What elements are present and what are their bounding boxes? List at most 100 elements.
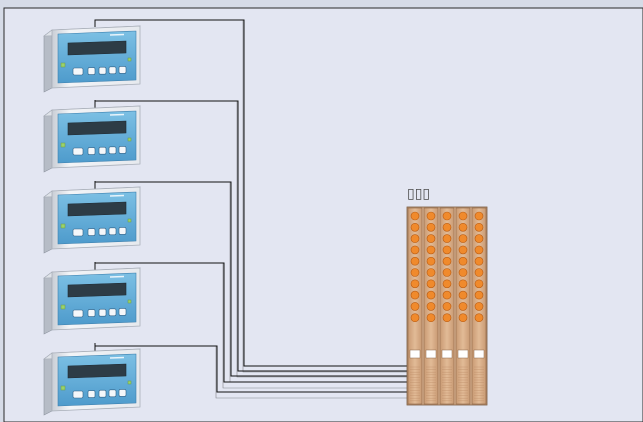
terminal-screw: [426, 290, 436, 300]
meter-key-button: [98, 227, 107, 236]
terminal-screw: [426, 211, 436, 221]
terminal-screw: [458, 256, 468, 266]
terminal-screw: [410, 223, 420, 232]
meter-status-led: [127, 57, 132, 62]
meter-display: [67, 363, 127, 379]
meter-key-button: [118, 227, 127, 235]
terminal-marker-tag: [457, 349, 469, 359]
meter-key-button: [72, 228, 84, 237]
terminal-screw: [474, 279, 484, 289]
terminal-screw: [458, 245, 468, 255]
terminal-screw: [474, 234, 484, 243]
meter-key-button: [72, 147, 84, 156]
meter-brand-mark: [109, 275, 125, 278]
meter-display: [67, 201, 127, 217]
meter-brand-mark: [109, 194, 125, 197]
meter-key-button: [87, 390, 96, 398]
meter-display: [67, 282, 127, 298]
terminal-screw: [426, 302, 436, 311]
meter-brand-mark: [109, 113, 125, 116]
meter-key-button: [87, 67, 96, 75]
terminal-screw: [426, 234, 436, 243]
terminal-screw: [426, 268, 436, 277]
meter-key-button: [108, 66, 117, 75]
terminal-screw: [474, 302, 484, 311]
terminal-screw: [442, 256, 452, 266]
meter-face-panel: [57, 110, 137, 164]
meter-status-led: [127, 299, 132, 304]
terminal-screw: [410, 290, 420, 300]
terminal-marker-tag: [473, 349, 485, 359]
meter-key-button: [98, 389, 107, 398]
meter-key-button: [98, 308, 107, 317]
panel-meter: [43, 100, 141, 173]
terminal-screw: [442, 223, 452, 232]
terminal-screw: [458, 234, 468, 243]
terminal-marker-tag: [409, 349, 421, 359]
meter-group: [43, 20, 141, 416]
panel-meter: [43, 181, 141, 254]
meter-key-button: [108, 308, 117, 317]
terminal-screw: [474, 245, 484, 255]
terminal-screw: [426, 313, 436, 323]
terminal-screw: [442, 279, 452, 289]
signal-wire: [242, 20, 408, 373]
terminal-marker-tag: [425, 349, 437, 359]
meter-key-button: [108, 389, 117, 398]
terminal-screw: [442, 211, 452, 221]
meter-key-button: [98, 66, 107, 75]
panel-meter: [43, 343, 141, 416]
signal-wire: [222, 263, 408, 389]
meter-key-button: [72, 67, 84, 76]
terminal-screw: [426, 256, 436, 266]
meter-key-button: [87, 147, 96, 155]
terminal-screw: [442, 234, 452, 243]
meter-status-led: [127, 380, 132, 385]
terminal-block-label: ▯▯▯: [407, 186, 430, 202]
meter-face-panel: [57, 191, 137, 245]
terminal-screw: [410, 313, 420, 323]
meter-case-side: [43, 352, 53, 416]
meter-status-led: [60, 304, 66, 310]
terminal-screw: [474, 211, 484, 221]
terminal-screw: [426, 279, 436, 289]
panel-meter: [43, 262, 141, 335]
panel-meter: [43, 20, 141, 93]
terminal-screw: [442, 245, 452, 255]
meter-brand-mark: [109, 356, 125, 359]
terminal-screw: [410, 268, 420, 277]
terminal-screw: [474, 268, 484, 277]
terminal-screw: [474, 313, 484, 323]
meter-key-button: [87, 309, 96, 317]
terminal-screw: [458, 302, 468, 311]
meter-brand-mark: [109, 33, 125, 36]
terminal-screw: [442, 268, 452, 277]
terminal-screw: [410, 211, 420, 221]
terminal-screw: [474, 256, 484, 266]
terminal-screw: [410, 279, 420, 289]
signal-wire: [215, 346, 408, 399]
terminal-screw: [458, 279, 468, 289]
meter-status-led: [127, 218, 132, 223]
meter-key-button: [108, 227, 117, 236]
terminal-block: [406, 206, 488, 406]
terminal-screw: [442, 290, 452, 300]
terminal-screw: [410, 245, 420, 255]
meter-key-button: [98, 146, 107, 155]
meter-status-led: [127, 137, 132, 142]
meter-case-side: [43, 109, 53, 173]
meter-face-panel: [57, 30, 137, 84]
meter-display: [67, 120, 127, 136]
meter-case-side: [43, 271, 53, 335]
meter-key-button: [72, 309, 84, 318]
meter-face-panel: [57, 353, 137, 407]
terminal-screw: [426, 223, 436, 232]
terminal-screw: [410, 234, 420, 243]
terminal-screw: [474, 290, 484, 300]
meter-key-button: [118, 308, 127, 316]
meter-display: [67, 40, 127, 56]
meter-case-side: [43, 190, 53, 254]
meter-status-led: [60, 223, 66, 229]
